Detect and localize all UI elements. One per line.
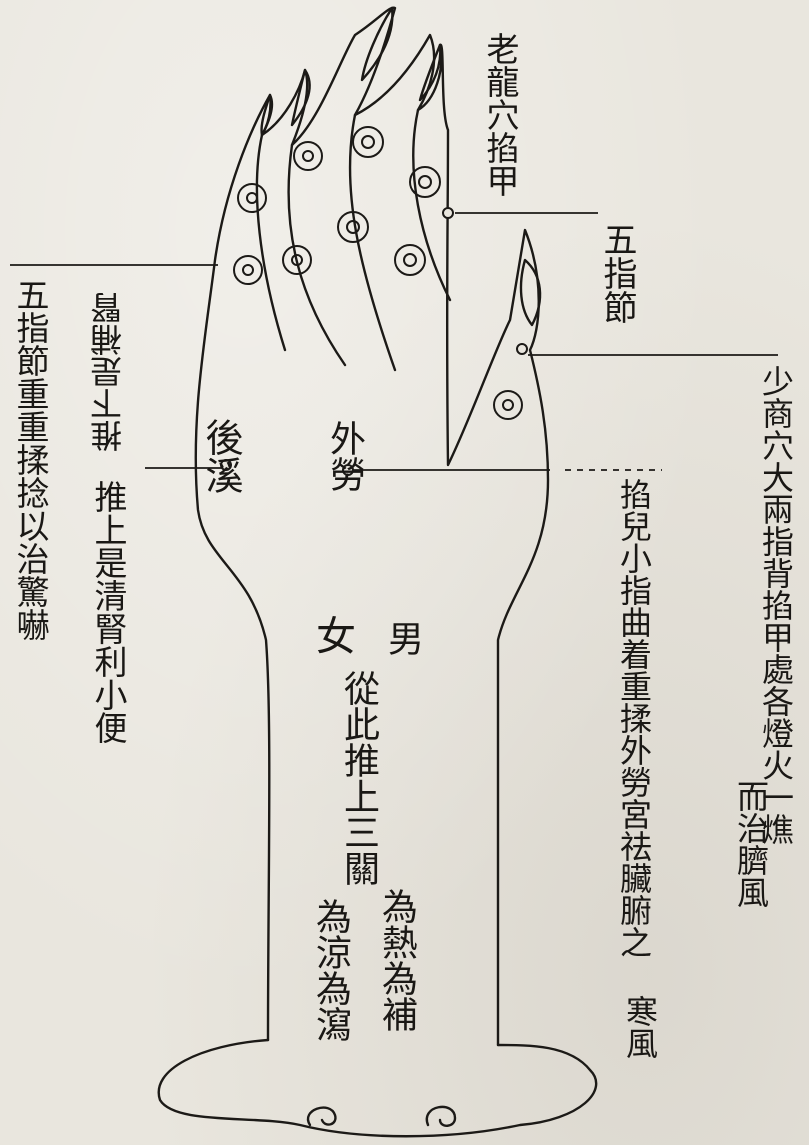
label-male: 男 [382,620,423,656]
label-back-valley-note: 推上是清腎利小便 [89,480,128,744]
thumbnail [519,258,542,327]
fingernail-3 [360,6,394,82]
label-hot-cold-right: 為熱為補 [376,888,417,1032]
fingernail-4 [418,43,442,102]
label-five-finger-joints-top: 五指節 [597,222,637,324]
point-circle-7 [337,211,369,243]
label-outer-labor: 外勞 [324,420,365,492]
point-back-valley [220,459,232,471]
label-five-finger-joints-left: 五指節重重揉捻以治驚嚇 [11,278,50,641]
point-circle-9 [493,390,523,420]
finger-line-4 [412,108,452,302]
point-old-dragon [442,207,454,219]
point-outer-labor [342,464,354,476]
finger-line-1 [255,133,287,352]
scroll-curl-right [425,1105,457,1127]
point-circle-5 [233,255,263,285]
scroll-curl-left [306,1106,337,1127]
fingernail-1 [260,93,274,137]
label-back-valley-note-upside: 推下是補腎 [89,292,127,452]
label-female: 女 [309,615,355,655]
point-circle-1 [237,183,267,213]
point-circle-3 [352,126,384,158]
label-old-dragon: 老龍穴掐甲 [481,32,520,197]
point-circle-8 [394,244,426,276]
point-shaoshang [516,343,528,355]
label-outer-labor-note-line1: 掐兒小指曲着重揉外勞宮祛臟腑之 [615,478,653,958]
base-scroll [157,1038,598,1138]
label-hot-cold-left: 為涼為瀉 [310,898,351,1042]
point-circle-2 [293,141,323,171]
label-shaoshang-line1: 少商穴大兩指背掐甲處各燈火一燋 [757,365,795,845]
label-three-passes: 從此推上三關 [338,670,379,886]
point-circle-6 [282,245,312,275]
label-shaoshang-line2: 而治臍風 [732,780,770,908]
finger-line-2 [287,143,347,367]
point-circle-4 [409,166,441,198]
label-outer-labor-note-line2: 寒風 [621,995,659,1059]
label-back-valley: 後溪 [199,418,243,494]
hand-outline [194,6,550,1047]
fingernail-2 [290,68,311,127]
